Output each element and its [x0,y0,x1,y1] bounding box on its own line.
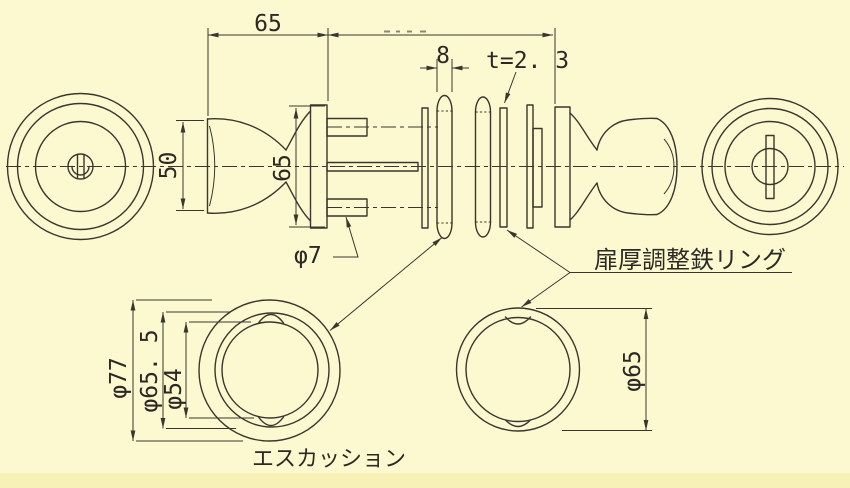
right-knob-side [569,112,678,221]
dim-plate-thickness: t=2. 3 [486,48,569,74]
leader-to-side-ring [506,229,571,273]
washer-plate [421,107,429,229]
top-dimensions: 65 8 t=2. 3 [207,11,569,116]
escutcheon-front-view: φ77 φ65. 5 φ54 エスカッション [106,299,406,472]
background-bottom-band [0,473,850,488]
knob-face-arc [209,125,216,207]
escutcheon-top-tab [257,313,285,324]
right-knob-front-view [701,97,839,236]
keyhole-arc [71,165,90,176]
adjust-ring-label: 扉厚調整鉄リング [594,246,786,274]
knob-face-arc-right [663,138,675,195]
right-rose-plate [554,106,571,228]
leader-t23 [504,71,517,104]
dim-rose-height: 65 [270,154,296,182]
dim-escutcheon-middle: φ65. 5 [137,329,163,412]
ext-lines-8 [436,59,453,92]
dim-screw-hole: φ7 [294,243,322,269]
iron-ring-top-tab [504,316,532,325]
leader-to-front-ring [521,272,571,308]
adjust-ring-label-group: 扉厚調整鉄リング [506,229,792,308]
escutcheon-ring-side-1 [436,94,453,240]
spindle [326,161,419,172]
dim-grip-length: 65 [254,11,282,37]
escutcheon-ring-side-2 [474,96,492,238]
ext-lines-phi77 [136,299,243,442]
dim-escutcheon-inner: φ54 [161,368,187,410]
ext-lines-phi65 [536,308,652,431]
dim-ring-width: 8 [436,43,450,69]
stepped-plate [526,104,543,229]
ext-lines-phi54 [189,321,254,419]
iron-ring-side [499,107,508,228]
dim-iron-ring: φ65 [620,350,646,392]
view-connector-leader [329,237,443,331]
dim-escutcheon-outer: φ77 [106,357,132,399]
iron-ring-front-view: φ65 [455,307,652,432]
left-knob-front-view [6,92,155,241]
escutcheon-label: エスカッション [252,447,406,472]
thumbturn-slot [765,134,775,200]
ext-lines-phi655 [166,311,236,429]
keyhole-slot [76,153,85,180]
side-view-assembly [206,94,678,240]
ext-lines-65 [289,105,325,228]
ext-lines-50 [176,120,204,211]
iron-ring-bottom-tab [504,419,532,428]
dim-knob-diameter: 50 [156,152,182,180]
escutcheon-bottom-tab [257,416,285,427]
